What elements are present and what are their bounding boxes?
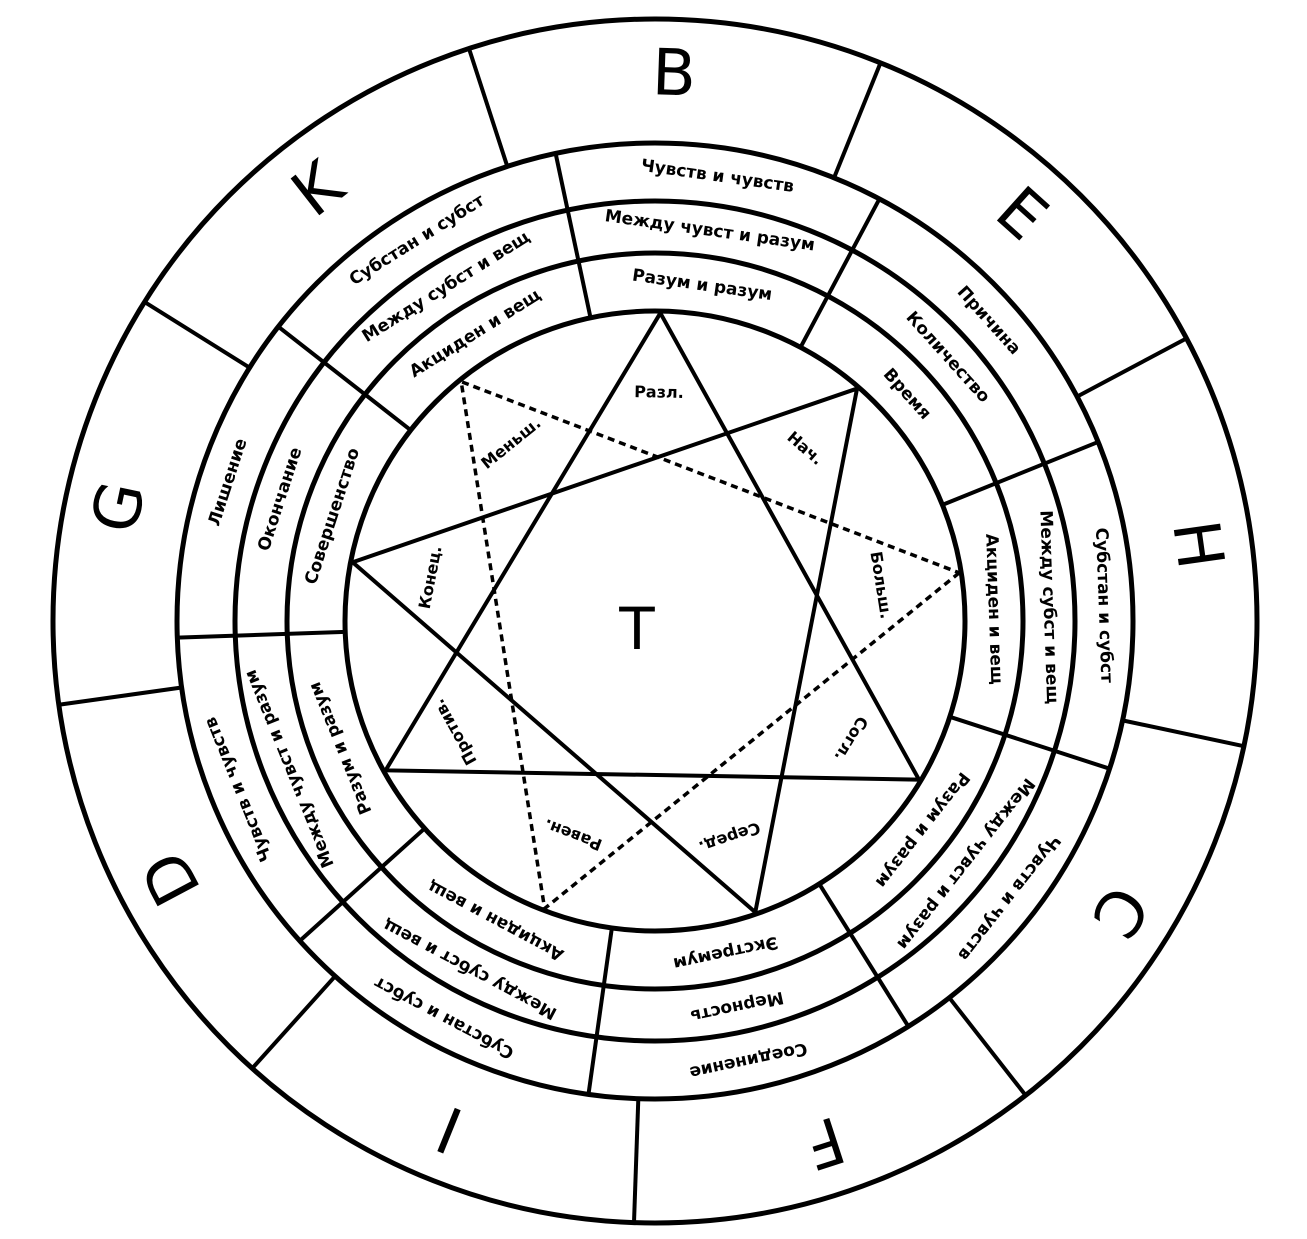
outer-divider [1076, 336, 1188, 399]
inner-divider [277, 325, 412, 432]
ring-label: Между чувст и разум [892, 774, 1038, 953]
band-1-inner-circle [232, 198, 1078, 1044]
ring-label: Соединение [688, 1038, 809, 1082]
star-point-label: Нач. [783, 427, 827, 468]
ring-label: Причина [953, 282, 1025, 359]
letter-band-inner-circle [174, 140, 1136, 1102]
sector-dividers [58, 47, 1245, 1223]
star-point-label: Серед. [696, 818, 763, 857]
sector-letter: C [1076, 873, 1162, 950]
sector-letter: G [78, 475, 161, 539]
outer-divider [467, 47, 510, 168]
star-triangle-2 [348, 385, 860, 917]
outer-divider [631, 1098, 641, 1223]
star-point-label: Больш. [866, 550, 895, 620]
outer-divider [1122, 718, 1245, 749]
star-point-label: Равен. [541, 815, 604, 854]
sector-letter: I [427, 1091, 472, 1167]
ring-label: Мерность [689, 987, 786, 1026]
sector-letter: B [651, 36, 697, 111]
band-2-inner-circle [284, 250, 1026, 992]
ring-label: Разум и разум [631, 266, 773, 305]
inner-divider [817, 882, 910, 1028]
outer-divider [250, 974, 337, 1070]
inner-divider [798, 198, 882, 349]
sector-letter: D [127, 839, 215, 917]
star-point-label: Разл. [634, 382, 684, 402]
inner-divider [949, 714, 1111, 771]
sector-letters: B E H C F I D G K [78, 36, 1237, 1182]
star-point-labels: Разл. Нач. Больш. Согл. Серед. Равен. Против. К… [415, 382, 896, 857]
star-point-label: Меньш. [477, 413, 544, 472]
sector-letter: E [982, 173, 1062, 255]
star-triangle-dashed [458, 378, 963, 912]
inner-divider [553, 153, 593, 319]
ring-label: Акциден и вещ [981, 533, 1006, 685]
ring-label: Разум и разум [305, 679, 376, 817]
concentric-rings [50, 16, 1260, 1226]
inner-divider [586, 927, 614, 1095]
sector-letter: F [795, 1101, 853, 1183]
star-point-label: Против. [429, 696, 481, 769]
ring-label: Между субст и вещ [1035, 510, 1062, 705]
ring-label: Лишение [204, 436, 251, 529]
nonagram-star [348, 309, 963, 917]
star-point-label: Согл. [831, 713, 872, 765]
ring-label: Субстан и субст [1091, 527, 1116, 683]
sector-letter: H [1157, 516, 1237, 574]
star-triangle-1 [382, 309, 923, 782]
inner-divider [941, 440, 1099, 507]
center-letter: T [618, 595, 655, 663]
ring-label: Экстремум [671, 932, 779, 974]
outer-divider [832, 62, 883, 179]
ring-label: Чувств и чувств [640, 156, 796, 197]
ring-label: Между чувст и разум [604, 206, 817, 255]
outer-divider [947, 996, 1028, 1097]
ring-label: Между субст и вещ [359, 227, 534, 347]
outer-circle [50, 16, 1260, 1226]
inner-circle [342, 308, 968, 934]
outer-divider [58, 685, 182, 707]
inner-divider [177, 629, 346, 640]
sector-letter: K [279, 146, 359, 231]
outer-divider [143, 300, 251, 370]
star-point-label: Конец. [415, 544, 446, 610]
inner-divider [298, 826, 426, 943]
